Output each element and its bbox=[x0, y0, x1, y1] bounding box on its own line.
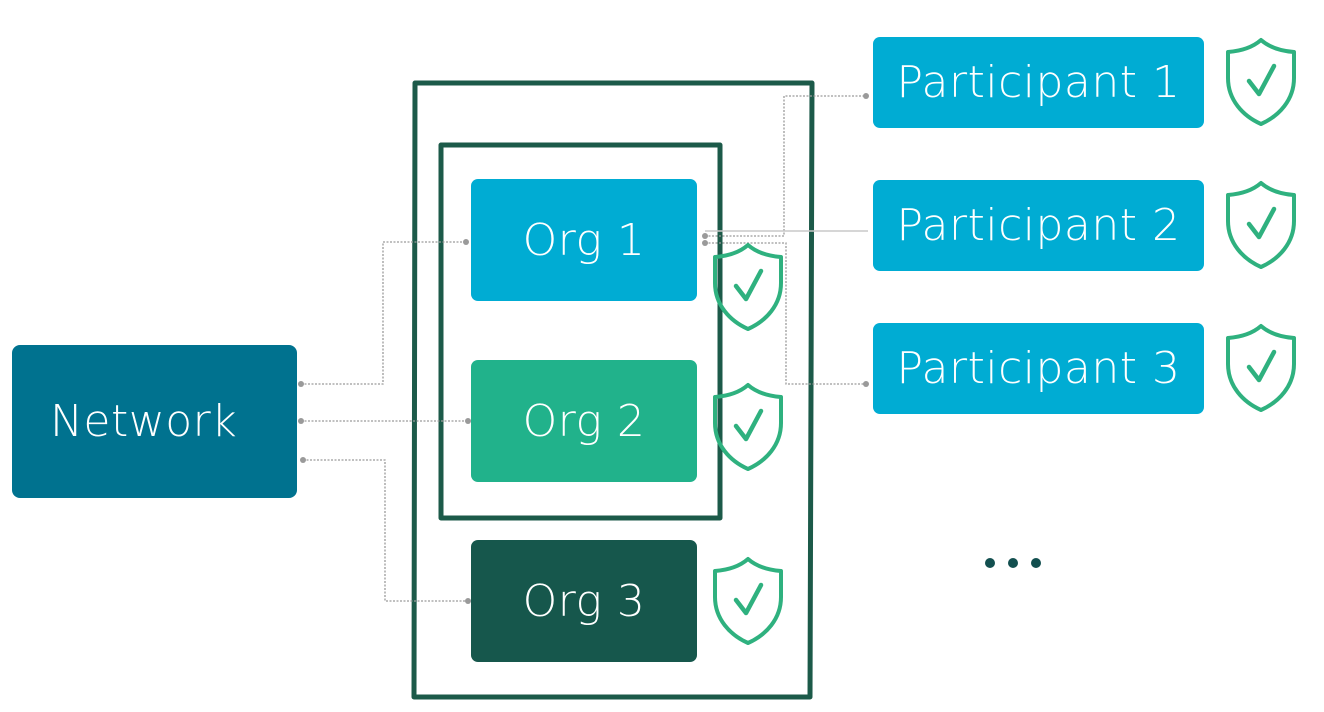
shield-check-icon bbox=[1226, 181, 1296, 269]
shield-check-icon bbox=[713, 557, 783, 645]
shield-outline bbox=[1226, 324, 1296, 412]
check-mark bbox=[733, 408, 764, 442]
participant-2-node[interactable]: Participant 2 bbox=[873, 180, 1204, 271]
connector-org1-participant3 bbox=[705, 242, 866, 385]
shield-check-icon bbox=[713, 383, 783, 471]
network-node[interactable]: Network bbox=[12, 345, 297, 498]
shield-outline bbox=[713, 383, 783, 471]
connector-network-org3 bbox=[303, 459, 468, 602]
org-1-node[interactable]: Org 1 bbox=[471, 179, 697, 301]
org-3-node[interactable]: Org 3 bbox=[471, 540, 697, 662]
inner-frame bbox=[438, 142, 723, 521]
check-mark bbox=[733, 582, 764, 616]
shield-outline bbox=[713, 243, 783, 331]
shield-check-icon bbox=[1226, 38, 1296, 126]
org-2-node[interactable]: Org 2 bbox=[471, 360, 697, 482]
check-mark bbox=[1246, 63, 1277, 97]
connector-org1-participant1 bbox=[705, 95, 866, 237]
check-mark bbox=[1246, 206, 1277, 240]
participant-1-node[interactable]: Participant 1 bbox=[873, 37, 1204, 128]
connector-endpoints bbox=[298, 93, 869, 604]
check-mark bbox=[1246, 349, 1277, 383]
check-mark bbox=[733, 268, 764, 302]
shield-outline bbox=[713, 557, 783, 645]
shield-check-icon bbox=[1226, 324, 1296, 412]
shield-outline bbox=[1226, 38, 1296, 126]
ellipsis-icon bbox=[985, 558, 1041, 568]
shield-check-icon bbox=[713, 243, 783, 331]
participant-3-node[interactable]: Participant 3 bbox=[873, 323, 1204, 414]
outer-frame bbox=[411, 80, 815, 700]
shield-outline bbox=[1226, 181, 1296, 269]
